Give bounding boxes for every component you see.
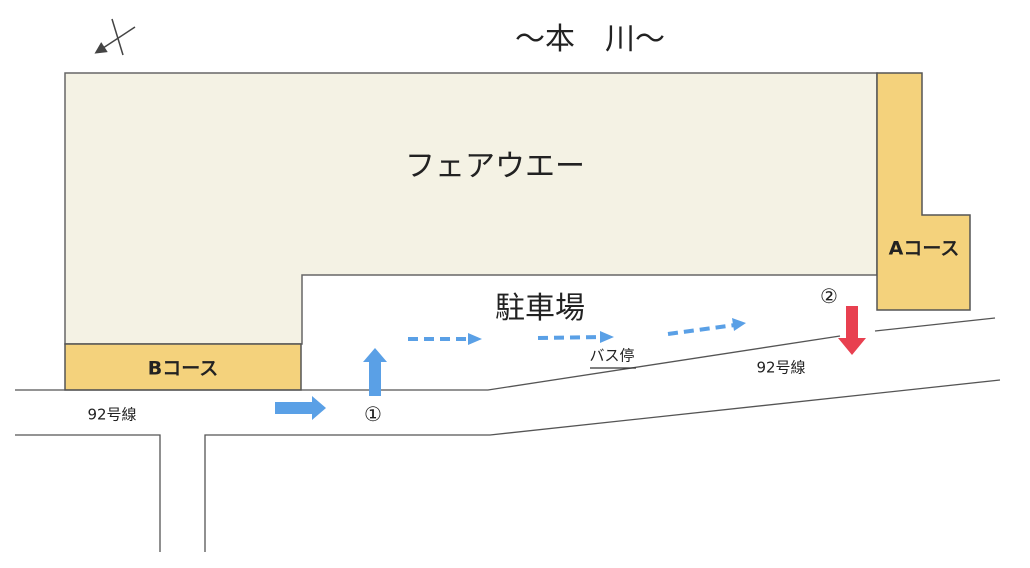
parking-label: 駐車場 xyxy=(495,291,585,326)
dashed-route-arrows xyxy=(408,323,736,341)
course-a-label: Aコース xyxy=(888,237,960,260)
fairway-area xyxy=(64,72,878,345)
north-arrow-icon xyxy=(94,18,136,56)
road-label-right: 92号線 xyxy=(756,358,806,377)
route-arrows xyxy=(275,348,387,420)
road-92 xyxy=(15,317,1001,552)
entry-marker-1: ① xyxy=(364,402,382,426)
course-a-area xyxy=(876,72,971,311)
course-b-area xyxy=(64,343,302,391)
bus-stop-label: バス停 xyxy=(589,346,635,365)
exit-arrow-down-icon xyxy=(838,306,866,355)
entry-marker-2: ② xyxy=(820,284,838,308)
arrow-right-icon xyxy=(275,396,326,420)
river-label: 〜本 川〜 xyxy=(515,22,665,57)
dashed-arrow-heads xyxy=(468,318,746,345)
course-b-label: Bコース xyxy=(147,357,219,380)
road-label-left: 92号線 xyxy=(87,405,137,424)
fairway-label: フェアウエー xyxy=(405,149,585,184)
arrow-up-icon xyxy=(363,348,387,396)
